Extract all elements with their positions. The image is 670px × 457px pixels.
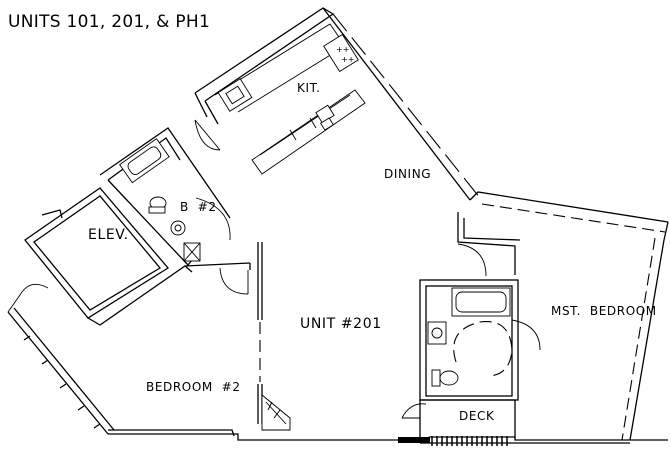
exterior-walls: [7, 7, 669, 444]
bedroom2-partition: [257, 242, 291, 431]
room-label-bedroom2: BEDROOM #2: [146, 380, 241, 394]
room-label-bath2: B #2: [180, 200, 217, 214]
room-label-dining: DINING: [384, 167, 431, 181]
svg-text:++: ++: [336, 45, 349, 54]
svg-text:++: ++: [341, 55, 354, 64]
unit-label: UNIT #201: [300, 316, 382, 332]
room-label-master-bedroom: MST. BEDROOM: [551, 304, 657, 318]
room-label-kitchen: KIT.: [297, 81, 321, 95]
room-label-elevator: ELEV.: [88, 227, 129, 243]
room-label-deck: DECK: [459, 409, 495, 423]
master-bath-block: [398, 212, 668, 446]
bath-elevator-block: [7, 127, 251, 326]
plan-title: UNITS 101, 201, & PH1: [8, 12, 210, 32]
kitchen-fixtures: ++ ++: [194, 23, 366, 175]
